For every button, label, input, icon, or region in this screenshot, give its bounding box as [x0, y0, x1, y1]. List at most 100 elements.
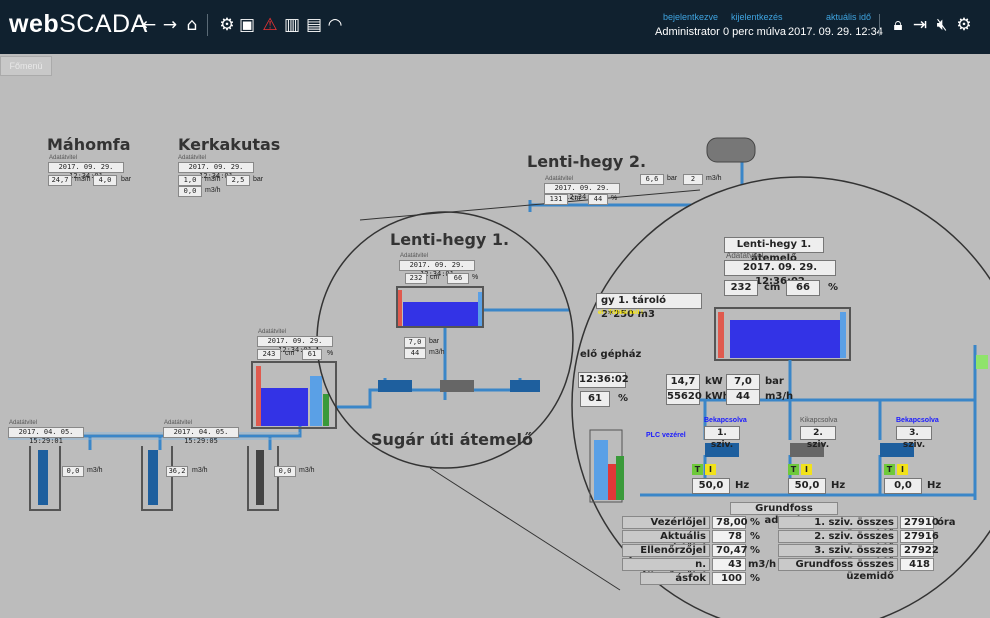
settings-icon[interactable]: ⚙	[956, 15, 972, 35]
grundfoss-title: Grundfoss adatok	[730, 502, 838, 526]
logged-in-label: bejelentkezve	[663, 12, 719, 22]
station-title-sugar-uti[interactable]: Sugár úti átemelő	[371, 430, 534, 449]
flow-value: 2	[683, 174, 703, 185]
pump2-state: Kikapcsolva	[800, 417, 838, 424]
flow-value-2: 0,0	[178, 186, 202, 197]
well1-transfer-time: 2017. 04. 05. 15:29:01	[8, 427, 84, 445]
flow-unit: m3/h	[192, 467, 208, 474]
flow-unit: m3/h	[205, 176, 221, 183]
grundfoss-value: 418	[900, 558, 934, 571]
flow-unit: m3/h	[75, 176, 91, 183]
pump3-name[interactable]: 3. sziv.	[896, 426, 932, 450]
grundfoss-unit: óra	[937, 517, 956, 528]
lock-icon[interactable]: 🔒︎	[893, 15, 903, 35]
wifi-icon[interactable]: ◠	[327, 15, 343, 35]
level-value: 243	[257, 349, 281, 360]
power-unit: kW	[705, 376, 723, 387]
pressure-unit: bar	[667, 175, 678, 182]
level-percent: 66	[447, 273, 469, 284]
report-icon[interactable]: ▤	[305, 15, 323, 35]
grundfoss-label: Vezérlőjel	[622, 516, 710, 529]
grundfoss-unit: %	[750, 517, 761, 528]
grundfoss-label: 2. sziv. összes üzemidő	[778, 530, 898, 554]
grundfoss-value: 100	[712, 572, 746, 585]
grundfoss-label: Ellenőrzőjel	[622, 544, 710, 557]
gephaz-time: 12:36:02	[578, 372, 629, 388]
divider	[879, 14, 880, 36]
percent-unit: %	[472, 274, 479, 281]
chart-icon[interactable]: ▥	[283, 15, 301, 35]
map-icon[interactable]: ▣	[238, 15, 256, 35]
pump3-hz: 0,0	[884, 478, 922, 494]
level-unit: cm	[571, 195, 581, 202]
transfer-label: Adatátvitel	[164, 420, 193, 426]
hz-unit: Hz	[735, 480, 750, 491]
pump3-t-indicator: T	[884, 464, 895, 475]
flow-value: 44	[726, 389, 760, 405]
flow-value: 44	[404, 348, 426, 359]
grundfoss-label: ásfok	[640, 572, 710, 585]
flow-unit: m3/h	[87, 467, 103, 474]
plc-label: PLC vezérel	[646, 432, 686, 439]
top-bar: webSCADA ← → ⌂ ⚙ ▣ ⚠ ▥ ▤ ◠ bejelentkezve…	[0, 0, 990, 54]
zoom-title[interactable]: Lenti-hegy 1. átemelő	[724, 237, 824, 264]
logout-icon[interactable]: ⇥	[912, 15, 928, 35]
grundfoss-label: 3. sziv. összes üzemidő	[778, 544, 898, 568]
grundfoss-label: Grundfoss összes üzemidő	[778, 558, 898, 582]
pump1-state: Bekapcsolva	[704, 417, 747, 424]
well2-flow: 36,2	[166, 466, 188, 477]
pump2-t-indicator: T	[788, 464, 799, 475]
pressure-unit: bar	[765, 376, 784, 387]
pump2-hz: 50,0	[788, 478, 826, 494]
main-menu-button[interactable]: Főmenü	[0, 56, 52, 76]
flow-unit: m3/h	[299, 467, 315, 474]
logout-countdown: 0 perc múlva	[723, 26, 786, 38]
pressure-unit: bar	[121, 176, 132, 183]
station-title-kerkakutas[interactable]: Kerkakutas	[178, 135, 281, 154]
flow-value: 24,7	[48, 175, 72, 186]
station-title-lenti-hegy-1[interactable]: Lenti-hegy 1.	[390, 230, 510, 249]
grundfoss-label: n. ellenőrzőjel	[622, 558, 710, 582]
mute-icon[interactable]: 🔇︎	[936, 15, 948, 35]
alarm-icon[interactable]: ⚠	[262, 15, 278, 35]
grundfoss-label: 1. sziv. összes üzemidő	[778, 516, 898, 540]
webscada-logo[interactable]: webSCADA	[9, 10, 148, 38]
level-unit: cm	[430, 274, 440, 281]
zoom-transfer-time: 2017. 09. 29. 12:36:02	[724, 260, 836, 287]
grundfoss-unit: m3/h	[748, 559, 777, 570]
pump3-i-indicator: I	[897, 464, 908, 475]
zoom-level-percent: 66	[786, 280, 820, 296]
pump2-name[interactable]: 2. sziv.	[800, 426, 836, 450]
pump1-name[interactable]: 1. sziv.	[704, 426, 740, 450]
station-title-mahomfa[interactable]: Máhomfa	[47, 135, 131, 154]
puzzle-icon[interactable]: ⚙	[219, 15, 235, 35]
pressure-unit: bar	[253, 176, 264, 183]
pump1-t-indicator: T	[692, 464, 703, 475]
transfer-label: Adatátvitel	[9, 420, 38, 426]
gephaz-label: elő gépház	[580, 349, 642, 360]
back-arrow-icon[interactable]: ←	[141, 15, 157, 35]
pump1-hz: 50,0	[692, 478, 730, 494]
transfer-label: Adatátvitel	[545, 176, 574, 182]
grundfoss-unit: %	[750, 531, 761, 542]
hz-unit: Hz	[831, 480, 846, 491]
energy-unit: kWh	[705, 391, 730, 402]
forward-arrow-icon[interactable]: →	[162, 15, 178, 35]
pressure-value: 4,0	[93, 175, 117, 186]
energy-value: 55620	[666, 389, 702, 405]
level-percent: 61	[302, 349, 322, 360]
pump2-i-indicator: I	[801, 464, 812, 475]
power-value: 14,7	[666, 374, 700, 390]
percent-unit: %	[611, 195, 618, 202]
transfer-time: 2017. 09. 29. 12:34:01	[544, 183, 620, 201]
pressure-value: 7,0	[726, 374, 760, 390]
tank-label: gy 1. tároló 2*250 m3	[596, 293, 702, 320]
percent-unit: %	[828, 282, 839, 293]
station-title-lenti-hegy-2[interactable]: Lenti-hegy 2.	[527, 152, 647, 171]
level-percent: 44	[588, 194, 608, 205]
transfer-time: 2017. 09. 29. 12:34:01	[48, 162, 124, 180]
time-label: aktuális idő	[826, 12, 872, 22]
percent-unit: %	[327, 350, 334, 357]
home-icon[interactable]: ⌂	[186, 15, 198, 35]
